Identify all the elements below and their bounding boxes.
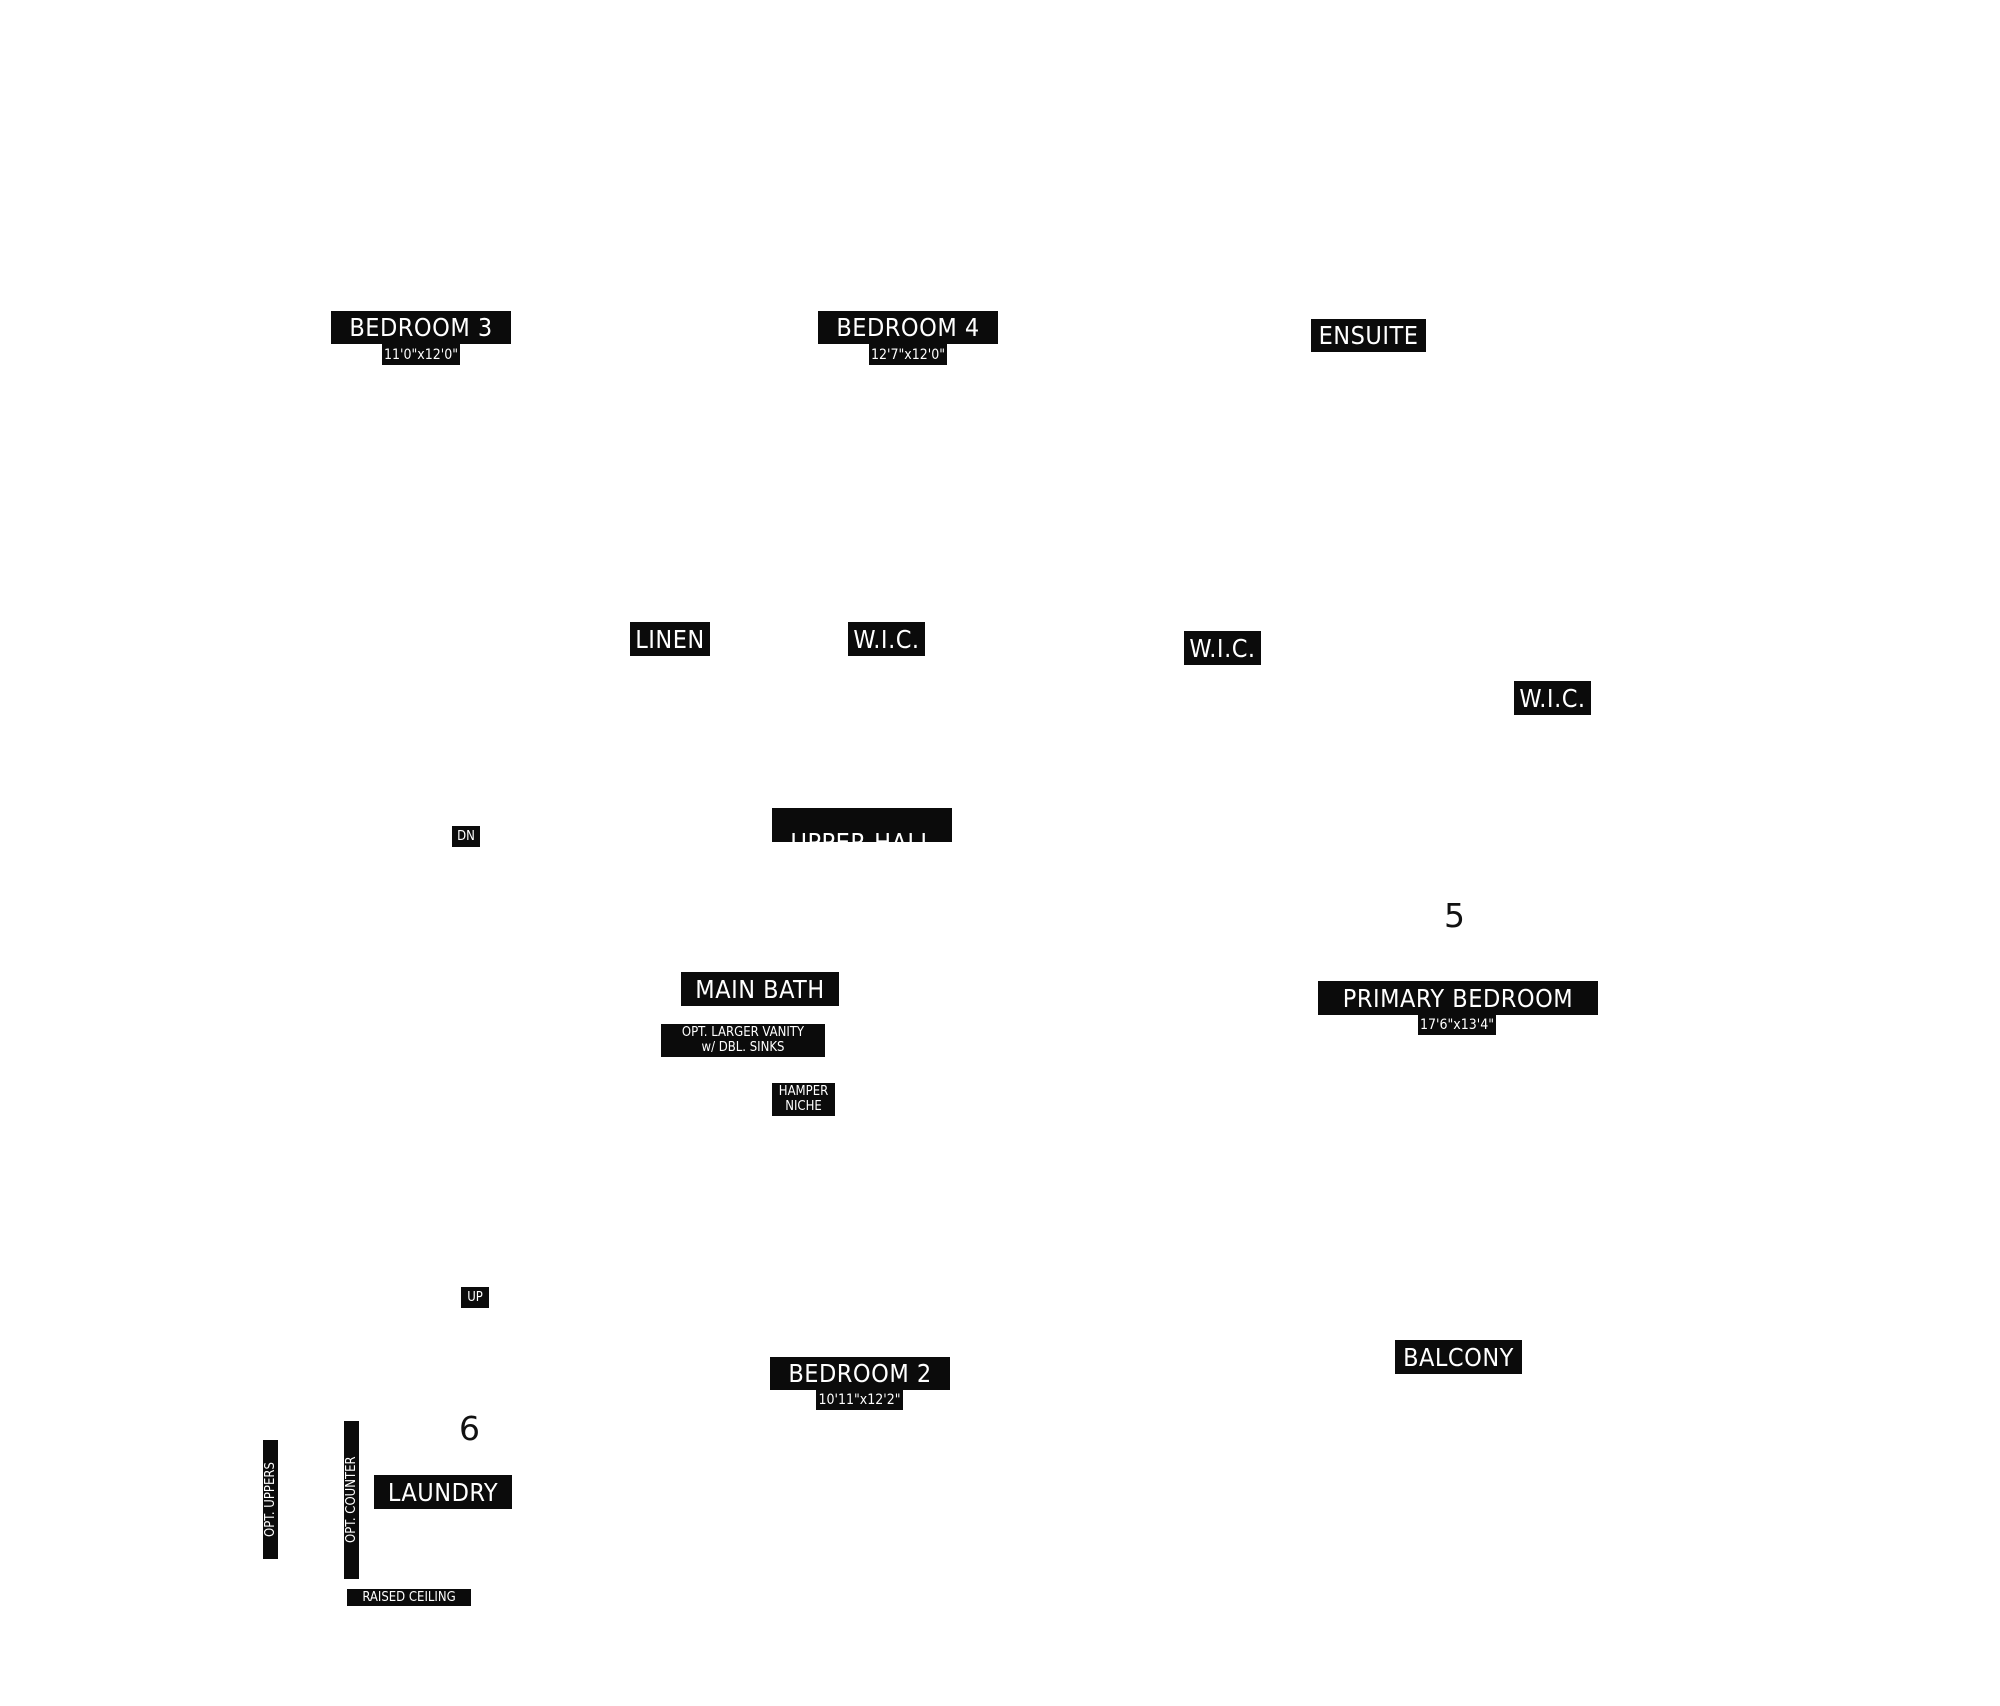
ensuite-label: ENSUITE [1311,319,1426,352]
walk-in-closet-label: W.I.C. [1514,681,1591,715]
hamper-niche-line-1: HAMPER [778,1083,829,1099]
walk-in-closet-label: W.I.C. [848,622,925,656]
hamper-niche-line-2: NICHE [785,1098,822,1114]
optional-counter-note: OPT. COUNTER [344,1421,359,1579]
linen-label: LINEN [630,622,710,656]
stair-up-label: UP [461,1287,489,1308]
laundry-label: LAUNDRY [374,1475,512,1509]
bedroom-2-label: BEDROOM 2 [770,1357,950,1390]
main-bath-label: MAIN BATH [681,972,839,1006]
bedroom-4-label: BEDROOM 4 [818,311,998,344]
marker-6: 6 [459,1409,480,1448]
primary-bedroom-label: PRIMARY BEDROOM [1318,981,1598,1015]
raised-ceiling-note: RAISED CEILING [347,1589,471,1606]
vanity-note: OPT. LARGER VANITY w/ DBL. SINKS [661,1024,825,1057]
bedroom-3-dimensions: 11'0"x12'0" [382,344,460,365]
hamper-niche-note: HAMPER NICHE [772,1083,835,1116]
vanity-note-line-2: w/ DBL. SINKS [701,1039,785,1055]
bedroom-3-label: BEDROOM 3 [331,311,511,344]
walk-in-closet-label: W.I.C. [1184,631,1261,665]
stair-down-label: DN [452,826,480,847]
optional-uppers-note: OPT. UPPERS [263,1440,278,1559]
bedroom-4-dimensions: 12'7"x12'0" [869,344,947,365]
primary-bedroom-dimensions: 17'6"x13'4" [1418,1015,1496,1035]
bedroom-2-dimensions: 10'11"x12'2" [816,1390,903,1410]
vanity-note-line-1: OPT. LARGER VANITY [681,1024,805,1040]
marker-5: 5 [1444,896,1465,935]
balcony-label: BALCONY [1395,1340,1522,1374]
upper-hall-label: UPPER HALL [772,808,952,842]
